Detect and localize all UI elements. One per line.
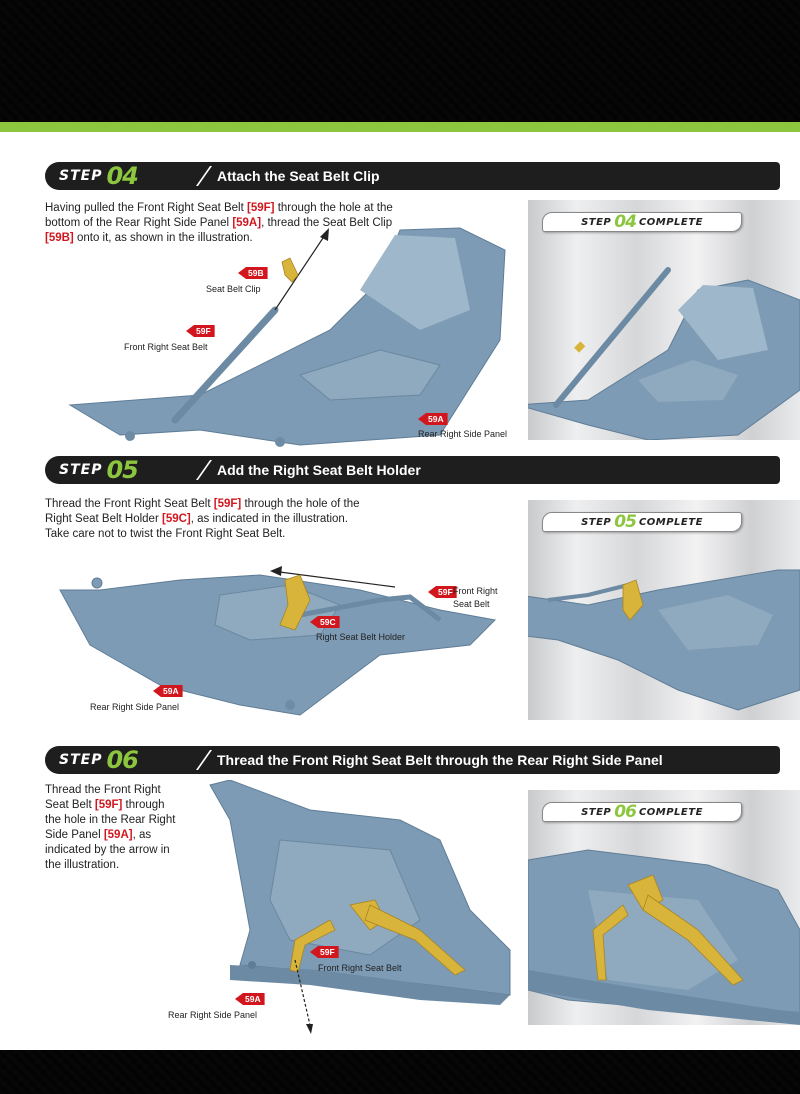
complete-step-word: STEP: [581, 516, 612, 528]
complete-step-number: 06: [614, 802, 637, 822]
instr-text: through the hole of the Right Seat Belt …: [45, 498, 360, 525]
step-04-title: Attach the Seat Belt Clip: [217, 168, 380, 184]
part-tag-59a: 59A: [418, 413, 448, 425]
instr-text: Having pulled the Front Right Seat Belt: [45, 202, 248, 214]
instr-text: Thread the Front Right Seat Belt: [45, 784, 161, 811]
label-rear-right-side-panel: Rear Right Side Panel: [90, 702, 180, 712]
part-ref: [59B]: [45, 232, 74, 244]
step-05-header: STEP 05 Add the Right Seat Belt Holder: [45, 456, 780, 484]
label-front-right-seat-belt: Front Right Seat Belt: [124, 342, 208, 352]
carbon-header-band: [0, 0, 800, 122]
part-ref: [59F]: [213, 498, 242, 510]
part-tag-59c: 59C: [310, 616, 340, 628]
complete-step-number: 04: [614, 212, 637, 232]
step-04-complete-illustration: [528, 267, 800, 440]
step-05-complete-panel: STEP 05 COMPLETE: [528, 500, 800, 720]
step-05-illustration: [59, 566, 497, 716]
step-number: 05: [106, 456, 138, 484]
step-05-complete-illustration: [528, 569, 800, 711]
label-seat-belt-clip: Seat Belt Clip: [206, 284, 261, 294]
step-04-header: STEP 04 Attach the Seat Belt Clip: [45, 162, 780, 190]
part-tag-59a: 59A: [235, 993, 265, 1005]
step-04-instruction: Having pulled the Front Right Seat Belt …: [45, 201, 420, 246]
step-06-complete-panel: STEP 06 COMPLETE: [528, 790, 800, 1025]
step-word: STEP: [59, 462, 103, 478]
step-04-complete-panel: STEP 04 COMPLETE: [528, 200, 800, 440]
step-05-title: Add the Right Seat Belt Holder: [217, 462, 421, 478]
step-06-instruction: Thread the Front Right Seat Belt [59F] t…: [45, 783, 180, 873]
label-front-right-seat-belt: Front Right Seat Belt: [318, 963, 402, 973]
step-06-complete-illustration: [528, 849, 800, 1025]
complete-suffix: COMPLETE: [638, 516, 703, 528]
instr-text: through the hole in the Rear Right Side …: [45, 799, 176, 841]
part-ref: [59C]: [161, 513, 191, 525]
step-05-instruction: Thread the Front Right Seat Belt [59F] t…: [45, 497, 375, 542]
step-04-badge: STEP 04: [45, 162, 205, 190]
complete-step-number: 05: [614, 512, 637, 532]
label-seat-belt: Seat Belt: [453, 599, 490, 609]
part-tag-59f: 59F: [186, 325, 215, 337]
complete-suffix: COMPLETE: [638, 806, 703, 818]
step-04-complete-tag: STEP 04 COMPLETE: [542, 212, 742, 232]
step-06-title: Thread the Front Right Seat Belt through…: [217, 752, 663, 768]
complete-suffix: COMPLETE: [638, 216, 703, 228]
complete-step-word: STEP: [581, 806, 612, 818]
step-06-complete-tag: STEP 06 COMPLETE: [542, 802, 742, 822]
instr-text: , as indicated by the arrow in the illus…: [45, 829, 170, 871]
step-06-illustration: [209, 780, 511, 1034]
part-tag-59f: 59F: [310, 946, 339, 958]
step-number: 04: [106, 162, 138, 190]
part-ref: [59F]: [247, 202, 275, 214]
instr-text: Thread the Front Right Seat Belt: [45, 498, 214, 510]
carbon-footer-band: [0, 1050, 800, 1094]
instr-text: through the hole at the bottom of the Re…: [45, 202, 393, 229]
complete-step-word: STEP: [581, 216, 612, 228]
instr-text: , as indicated in the illustration. Take…: [45, 513, 349, 540]
step-06-badge: STEP 06: [45, 746, 205, 774]
step-05-complete-tag: STEP 05 COMPLETE: [542, 512, 742, 532]
green-accent-line: [0, 122, 800, 132]
label-rear-right-side-panel: Rear Right Side Panel: [418, 429, 508, 439]
step-04-illustration: [68, 227, 506, 447]
instr-text: , thread the Seat Belt Clip: [261, 217, 393, 229]
part-tag-59f: 59F: [428, 586, 457, 598]
step-word: STEP: [59, 168, 103, 184]
part-ref: [59A]: [103, 829, 133, 841]
instr-text: onto it, as shown in the illustration.: [73, 232, 253, 244]
step-05-badge: STEP 05: [45, 456, 205, 484]
part-ref: [59F]: [94, 799, 123, 811]
step-word: STEP: [59, 752, 103, 768]
step-number: 06: [106, 746, 138, 774]
label-rear-right-side-panel: Rear Right Side Panel: [168, 1010, 258, 1020]
part-tag-59a: 59A: [153, 685, 183, 697]
part-ref: [59A]: [232, 217, 262, 229]
part-tag-59b: 59B: [238, 267, 268, 279]
label-right-seat-belt-holder: Right Seat Belt Holder: [316, 632, 406, 642]
label-front-right: Front Right: [453, 586, 498, 596]
step-06-header: STEP 06 Thread the Front Right Seat Belt…: [45, 746, 780, 774]
